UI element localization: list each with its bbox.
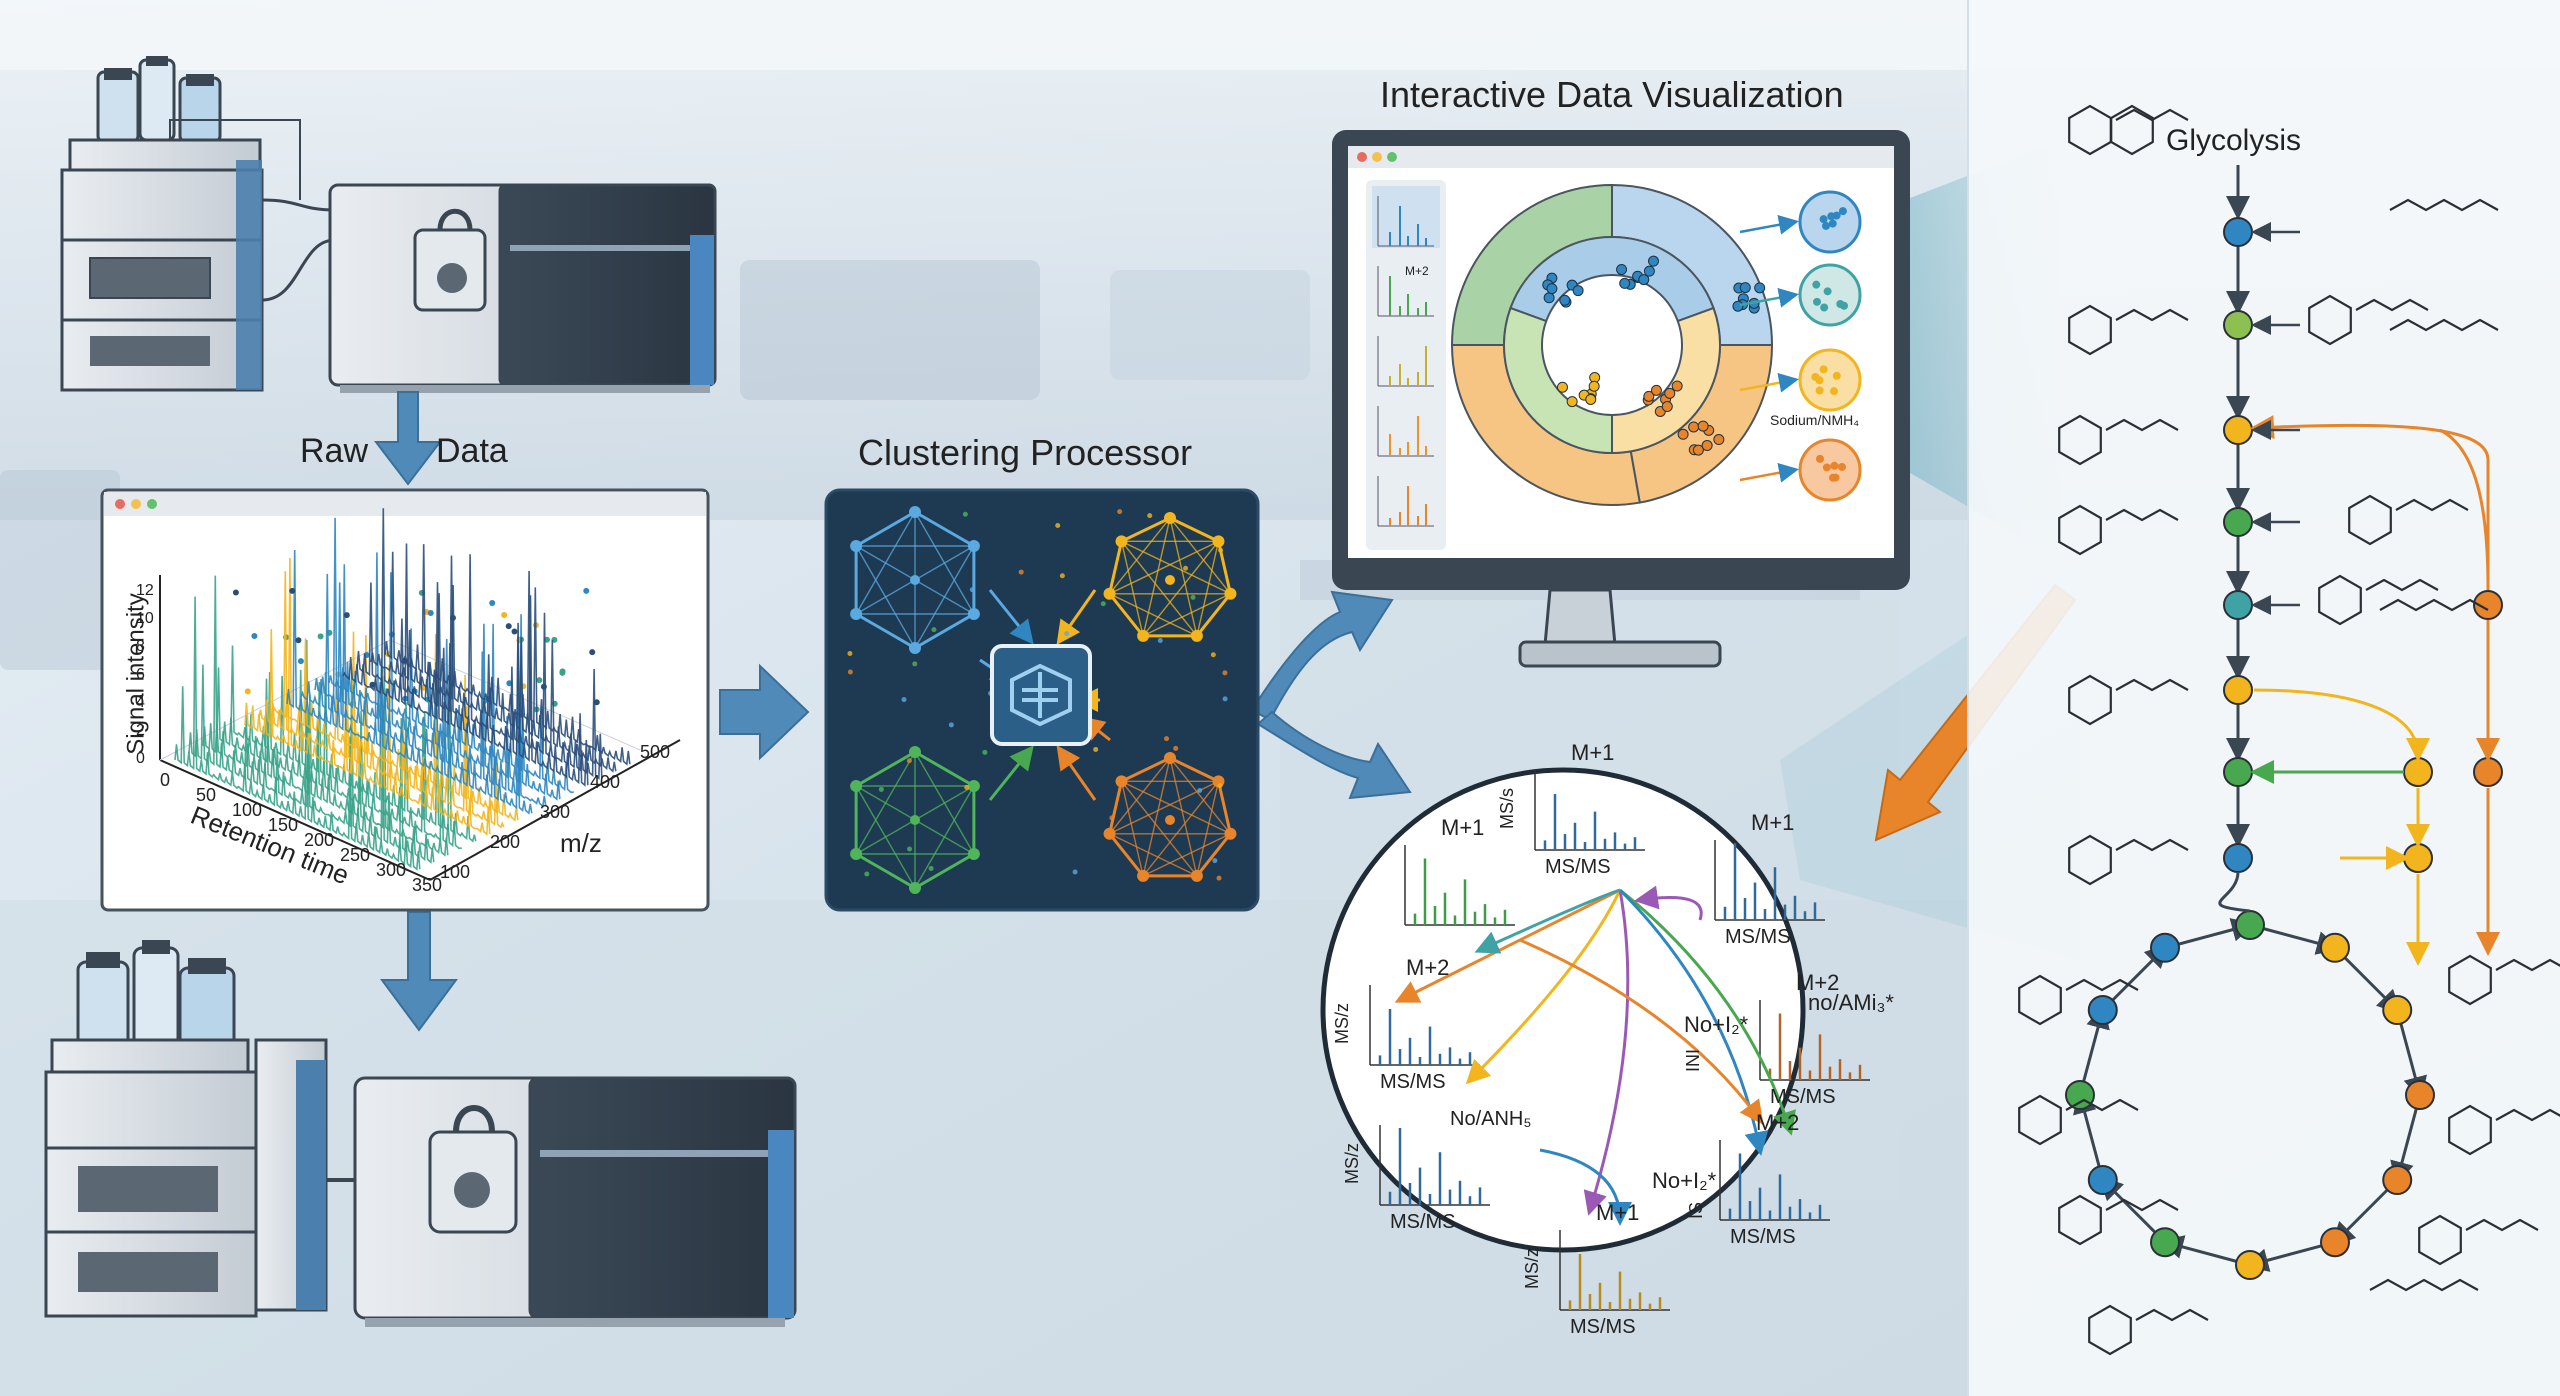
- spectrum-ylabel-6: MS/z: [1522, 1247, 1543, 1290]
- data-label: Data: [436, 432, 508, 470]
- y-tick-12: 12: [136, 582, 154, 599]
- 3d-surface: [174, 508, 631, 871]
- is-label: IS: [1686, 1201, 1707, 1220]
- x-tick-50: 50: [196, 785, 217, 805]
- thumb-m2-label: M+2: [1405, 264, 1429, 278]
- visualization-title: Interactive Data Visualization: [1380, 74, 1844, 115]
- no-i-label-a: No+I₂*: [1684, 1012, 1749, 1037]
- y-tick-4: 4: [136, 694, 145, 711]
- z-tick-100: 100: [440, 862, 471, 882]
- glycolysis-pathway: [2065, 165, 2503, 1280]
- spectra-network: [1320, 767, 1870, 1311]
- y-tick-8: 8: [136, 638, 145, 655]
- sodium-label: Sodium/NMH₄: [1770, 412, 1859, 428]
- raw-data-window: [100, 488, 710, 912]
- z-tick-300: 300: [540, 802, 571, 822]
- spectrum-title-3: M+2: [1406, 955, 1450, 980]
- z-tick-500: 500: [640, 742, 671, 762]
- cluster-ring-chart: [1450, 183, 1862, 506]
- spectrum-ylabel-0: MS/s: [1497, 787, 1518, 830]
- visualization-monitor: [1332, 130, 1910, 668]
- y-tick-6: 6: [136, 666, 145, 683]
- glycolysis-title: Glycolysis: [2166, 124, 2302, 157]
- x-tick-150: 150: [268, 815, 299, 835]
- z-tick-400: 400: [590, 772, 621, 792]
- spectrum-title-2: M+1: [1751, 810, 1795, 835]
- spectrum-xlabel-0: MS/MS: [1545, 856, 1611, 878]
- spectrum-title-7: M+2: [1756, 1110, 1800, 1135]
- x-tick-0: 0: [160, 770, 171, 790]
- z-tick-200: 200: [490, 832, 521, 852]
- y-tick-10: 10: [136, 610, 154, 627]
- spectrum-xlabel-2: MS/MS: [1725, 926, 1791, 948]
- spectrum-title-1: M+1: [1441, 815, 1485, 840]
- spectrum-title-0: M+1: [1571, 740, 1615, 765]
- spectrum-xlabel-7: MS/MS: [1730, 1226, 1796, 1248]
- x-tick-100: 100: [232, 800, 263, 820]
- x-tick-250: 250: [340, 845, 371, 865]
- spectrum-xlabel-6: MS/MS: [1570, 1316, 1636, 1338]
- x-tick-300: 300: [376, 860, 407, 880]
- spectrum-ylabel-3: MS/z: [1332, 1002, 1353, 1045]
- x-tick-350: 350: [412, 875, 443, 895]
- spectrum-xlabel-3: MS/MS: [1380, 1071, 1446, 1093]
- molecule-structures: [2018, 104, 2560, 1356]
- thumbnail-spectra: [1377, 196, 1434, 527]
- clustering-panel: [824, 488, 1260, 912]
- x-tick-200: 200: [304, 830, 335, 850]
- spectrum-xlabel-5: MS/MS: [1390, 1211, 1456, 1233]
- flow-arrows: [373, 391, 1412, 1032]
- spectrum-ylabel-5: MS/z: [1342, 1142, 1363, 1185]
- no-ami-label: no/AMi₃*: [1808, 990, 1894, 1015]
- no-i-label-b: No+I₂*: [1652, 1168, 1717, 1193]
- y-tick-0: 0: [136, 750, 145, 767]
- spectrum-title-4: M+2: [1796, 970, 1840, 995]
- raw-label: Raw: [300, 432, 369, 470]
- ini-label: INI: [1683, 1048, 1704, 1073]
- network-arrows: [1394, 885, 1796, 1226]
- clustering-title: Clustering Processor: [858, 432, 1193, 473]
- y-tick-2: 2: [136, 722, 145, 739]
- no-anh-label: No/ANH₅: [1450, 1108, 1532, 1130]
- spectrum-xlabel-4: MS/MS: [1770, 1086, 1836, 1108]
- spectrum-title-6: M+1: [1596, 1200, 1640, 1225]
- lc-ms-instrument-top: [60, 56, 717, 393]
- plot-z-axis-label: m/z: [560, 828, 602, 858]
- lc-ms-instrument-bottom: [44, 940, 797, 1327]
- ms-spectra: [1369, 770, 1870, 1311]
